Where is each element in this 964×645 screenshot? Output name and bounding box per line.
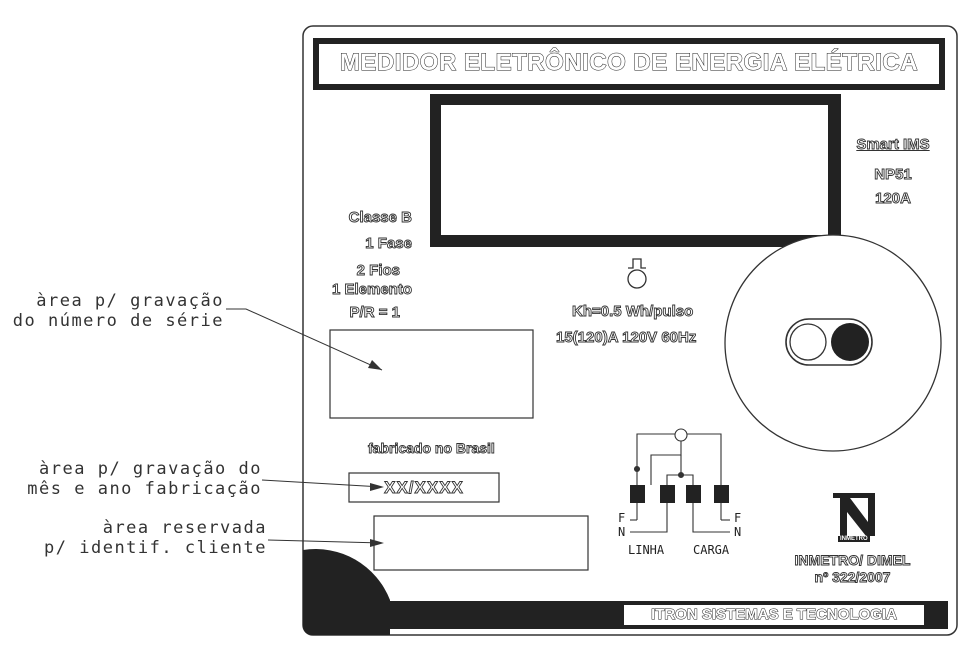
footer-inner — [624, 605, 924, 625]
wiring-linha: LINHA — [628, 543, 665, 557]
spec-elemento: 1 Elemento — [331, 281, 413, 299]
callout-serial-line-1: àrea p/ gravação — [36, 291, 224, 311]
inmetro-logo — [833, 493, 875, 536]
optical-port-right — [831, 323, 869, 361]
wiring-n-right: N — [734, 525, 742, 539]
spec-fios: 2 Fios — [356, 262, 400, 280]
callout-serial: àrea p/ gravação do número de série — [0, 291, 224, 331]
footer-company: ITRON SISTEMAS E TECNOLOGIA — [651, 606, 898, 624]
inmetro-dimel: INMETRO/ DIMEL — [794, 552, 911, 569]
spec-classe: Classe B — [348, 209, 412, 227]
callout-line-serial — [226, 308, 383, 371]
optical-port-left — [789, 323, 827, 361]
model-code: NP51 — [874, 166, 912, 184]
callout-client-line-1: àrea reservada — [102, 518, 267, 538]
pulse-led-icon — [627, 258, 647, 289]
header-inner — [319, 44, 939, 84]
wiring-f-left: F — [618, 511, 626, 525]
kh-rating: 15(120)A 120V 60Hz — [556, 329, 697, 347]
header-title: MEDIDOR ELETRÔNICO DE ENERGIA ELÉTRICA — [339, 49, 919, 77]
inmetro-number: nº 322/2007 — [814, 569, 891, 586]
callout-line-date — [261, 479, 383, 488]
serial-area-box — [329, 329, 534, 419]
client-area-box — [373, 515, 589, 571]
kh-constant: Kh=0.5 Wh/pulso — [572, 303, 694, 321]
callout-line-client — [267, 539, 383, 544]
callout-client-line-2: p/ identif. cliente — [44, 538, 267, 558]
made-in-label: fabricado no Brasil — [368, 440, 496, 457]
callout-date-line-1: àrea p/ gravação do — [39, 459, 262, 479]
callout-date: àrea p/ gravação do mês e ano fabricação — [0, 459, 262, 499]
date-field-text: XX/XXXX — [384, 478, 464, 498]
callout-client: àrea reservada p/ identif. cliente — [0, 518, 267, 558]
terminal-3 — [686, 485, 701, 503]
terminal-1 — [630, 485, 645, 503]
callout-date-line-2: mês e ano fabricação — [27, 479, 262, 499]
display-window — [441, 105, 828, 235]
spec-pr: P/R = 1 — [349, 304, 400, 322]
spec-fase: 1 Fase — [365, 235, 413, 253]
terminal-4 — [714, 485, 729, 503]
model-current: 120A — [875, 190, 912, 208]
wiring-carga: CARGA — [693, 543, 730, 557]
model-brand: Smart IMS — [856, 136, 930, 154]
wiring-diagram — [630, 428, 730, 533]
terminal-2 — [660, 485, 675, 503]
inmetro-logo-text: INMETRO — [838, 536, 870, 542]
wiring-n-left: N — [618, 525, 626, 539]
wiring-f-right: F — [734, 511, 742, 525]
callout-serial-line-2: do número de série — [12, 311, 224, 331]
